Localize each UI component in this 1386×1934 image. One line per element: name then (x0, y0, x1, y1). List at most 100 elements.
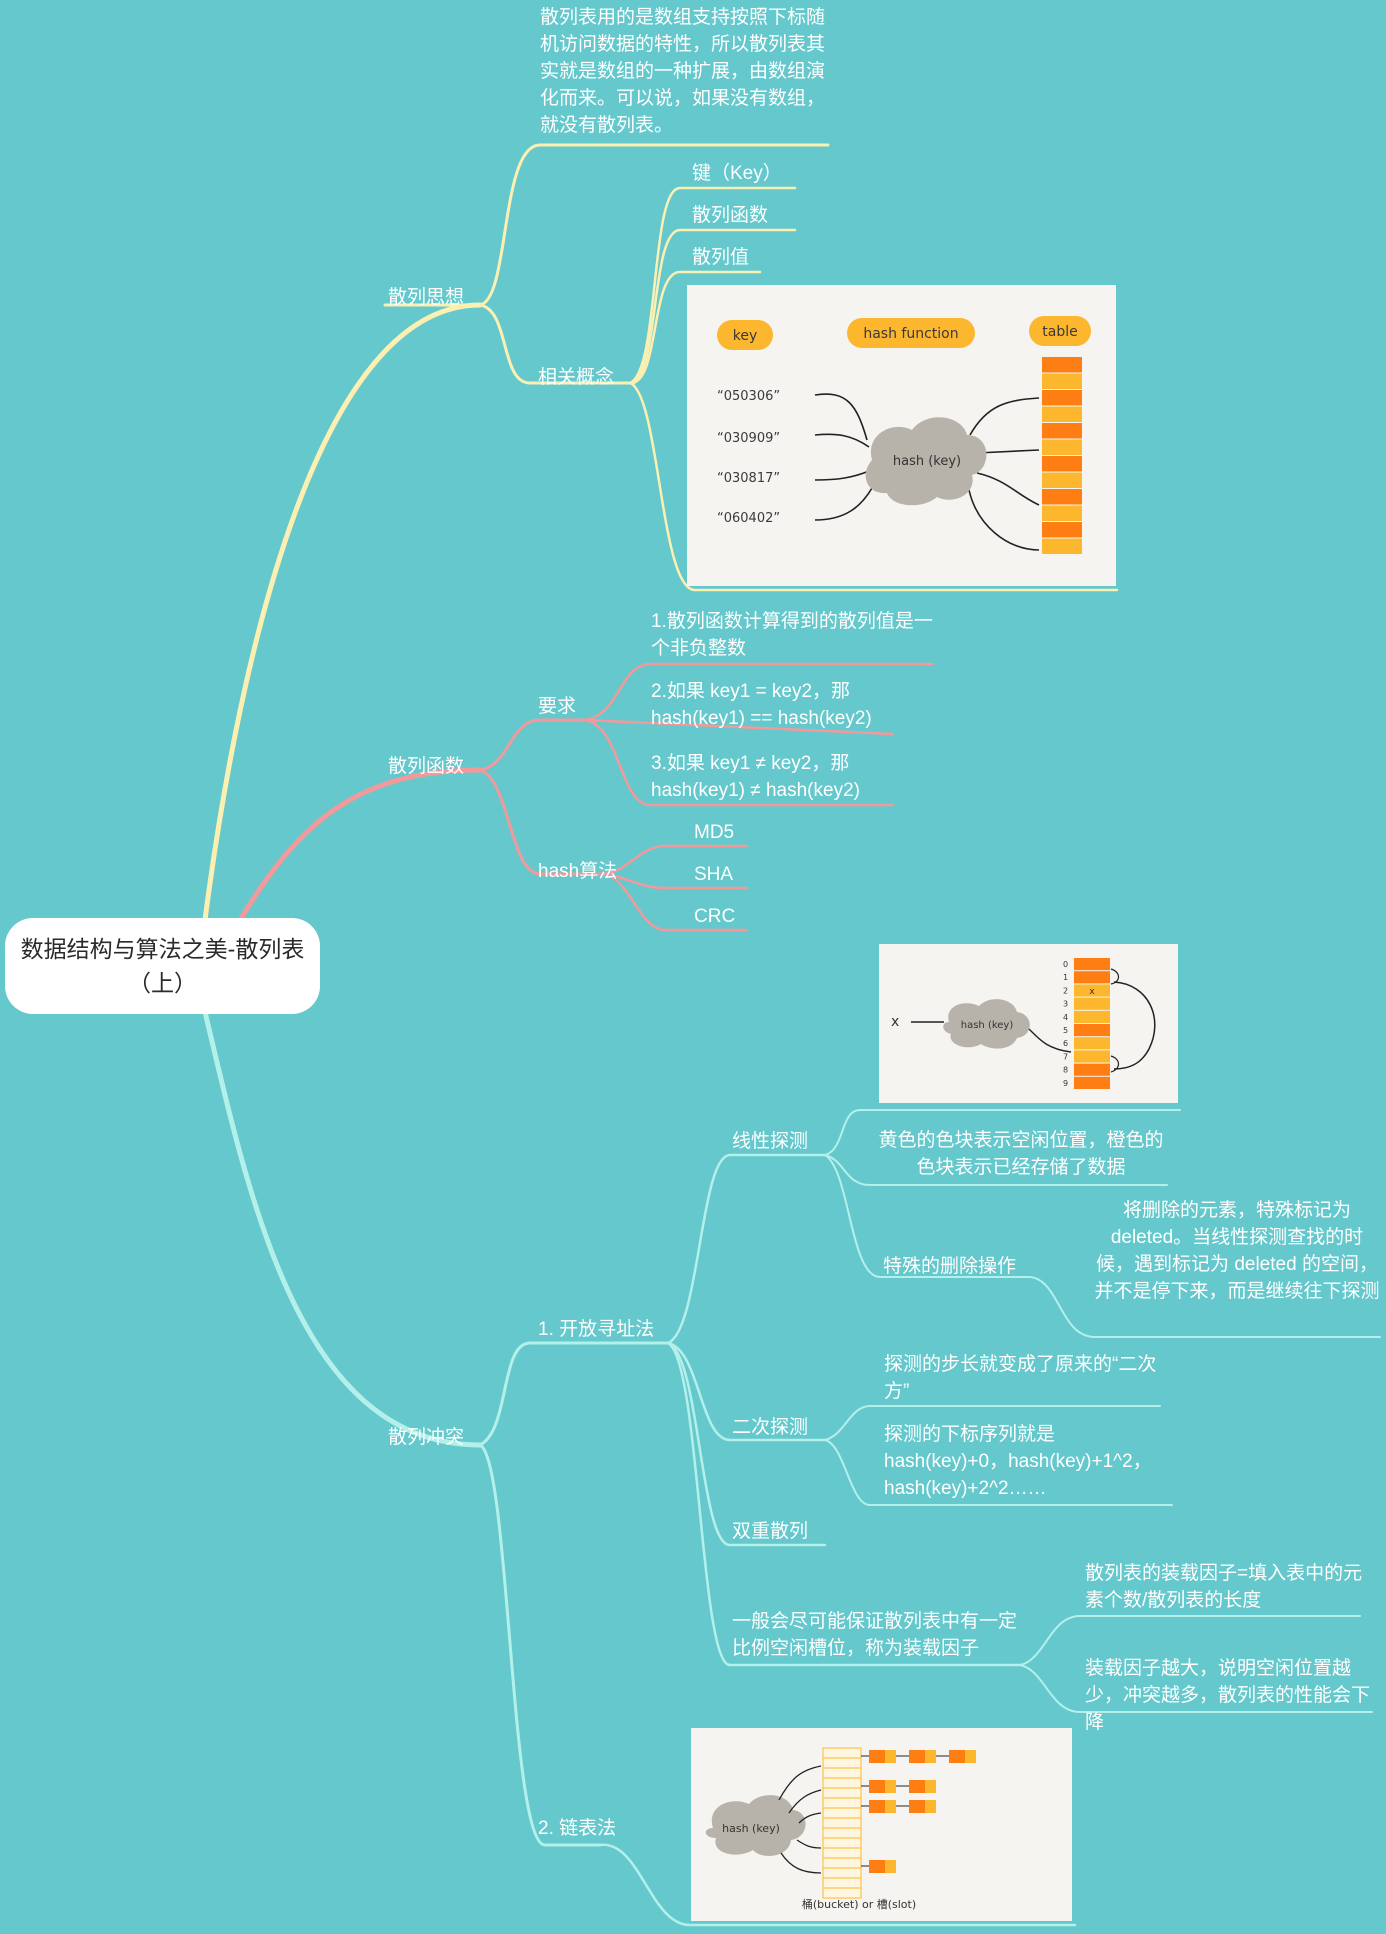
chain-node-next (925, 1800, 936, 1813)
concept-item-hash-function[interactable]: 散列函数 (692, 205, 769, 226)
concept-item-key[interactable]: 键（Key） (692, 163, 782, 184)
chaining-label[interactable]: 2. 链表法 (538, 1818, 617, 1839)
table-badge-text: table (1042, 324, 1077, 340)
linear-probing-desc: 黄色的色块表示空闲位置，橙色的色块表示已经存储了数据 (878, 1130, 1164, 1178)
bucket-slot (822, 1857, 862, 1869)
probe-table-cell (1074, 1024, 1110, 1037)
hash-cloud-text: hash (key) (893, 454, 961, 469)
hash-algorithms-label[interactable]: hash算法 (538, 861, 618, 882)
linear-probing-label[interactable]: 线性探测 (732, 1131, 809, 1152)
double-hashing-label[interactable]: 双重散列 (732, 1521, 809, 1542)
table-cell (1042, 390, 1082, 406)
algo-sha[interactable]: SHA (694, 864, 734, 885)
hash-mapping-svg: key hash function table “050306” “030909… (717, 316, 1091, 554)
requirement-1: 1.散列函数计算得到的散列值是一个非负整数 (651, 611, 933, 659)
probe-table-cell (1074, 1063, 1110, 1076)
probe-index-label: 7 (1063, 1052, 1068, 1061)
probe-table-cell (1074, 971, 1110, 984)
branch-conflict-label[interactable]: 散列冲突 (388, 1427, 465, 1448)
link-root-idea (202, 302, 483, 923)
concepts-label[interactable]: 相关概念 (538, 367, 615, 388)
chain-node-next (885, 1860, 896, 1873)
chain-arrow-5 (780, 1852, 822, 1874)
algo-md5[interactable]: MD5 (694, 822, 735, 843)
root-topic[interactable]: 数据结构与算法之美-散列表（上） (5, 918, 320, 1014)
chain-nodes (861, 1750, 976, 1873)
branch-idea-label[interactable]: 散列思想 (388, 287, 465, 308)
quadratic-probing-sequence: 探测的下标序列就是 hash(key)+0，hash(key)+1^2，hash… (884, 1424, 1152, 1499)
table-cell (1042, 489, 1082, 505)
table-cell (1042, 373, 1082, 389)
bucket-slot (822, 1787, 862, 1799)
key-sample-1: “050306” (717, 389, 780, 404)
chain-node-data (909, 1750, 925, 1763)
probe-index-label: 3 (1063, 1000, 1068, 1009)
table-cell (1042, 406, 1082, 422)
probe-x-marker: x (1089, 987, 1095, 997)
probe-table-cell (1074, 1037, 1110, 1050)
quadratic-probing-label[interactable]: 二次探测 (732, 1417, 809, 1438)
table-cell (1042, 357, 1082, 373)
arrow-key2 (814, 433, 870, 448)
table-cell (1042, 423, 1082, 439)
probe-index-label: 1 (1063, 973, 1068, 982)
table-cell (1042, 439, 1082, 455)
arrow-out2 (976, 449, 1040, 454)
probe-table-cell (1074, 984, 1110, 997)
chain-node-data (909, 1780, 925, 1793)
arrow-out4 (968, 489, 1040, 551)
probe-index-label: 5 (1063, 1026, 1068, 1035)
key-badge-text: key (733, 328, 758, 344)
probe-table-cell (1074, 1076, 1110, 1089)
bucket-slot (822, 1867, 862, 1879)
key-sample-4: “060402” (717, 511, 780, 526)
chain-arrow-2 (788, 1789, 822, 1814)
link-root-func (237, 767, 483, 923)
delete-operation-label[interactable]: 特殊的删除操作 (883, 1256, 1017, 1277)
probe-table-column: x (1074, 958, 1110, 1089)
chain-cloud (705, 1795, 806, 1856)
bucket-slot (822, 1777, 862, 1789)
open-addressing-label[interactable]: 1. 开放寻址法 (538, 1319, 655, 1340)
bucket-slot (822, 1887, 862, 1899)
bucket-slot (822, 1817, 862, 1829)
arrow-key3 (814, 470, 870, 481)
quadratic-probing-step: 探测的步长就变成了原来的“二次方” (884, 1354, 1157, 1402)
probe-arrow-to-table (1028, 1028, 1072, 1053)
table-cell (1042, 522, 1082, 538)
probe-index-label: 8 (1063, 1066, 1068, 1075)
branch-func-label[interactable]: 散列函数 (388, 756, 465, 777)
algo-crc[interactable]: CRC (694, 906, 736, 927)
chaining-svg: hash (key) 桶(bucket) or 槽(slot) (705, 1747, 976, 1911)
table-cell (1042, 472, 1082, 488)
probe-index-label: 0 (1063, 960, 1068, 969)
table-cell (1042, 538, 1082, 554)
bucket-slot (822, 1747, 862, 1759)
chain-node-data (869, 1800, 885, 1813)
arrow-out3 (976, 472, 1040, 506)
probe-small-arrow-2 (1110, 1055, 1120, 1073)
bucket-slot (822, 1757, 862, 1769)
bucket-slot (822, 1807, 862, 1819)
chain-arrow-3 (798, 1812, 822, 1824)
key-sample-2: “030909” (717, 431, 780, 446)
load-factor-label[interactable]: 一般会尽可能保证散列表中有一定比例空闲槽位，称为装载因子 (732, 1611, 1018, 1659)
probe-index-label: 4 (1063, 1013, 1068, 1022)
chain-node-next (925, 1780, 936, 1793)
probe-loop-arrow (1113, 981, 1156, 1070)
chain-arrow-4 (796, 1839, 822, 1849)
idea-description: 散列表用的是数组支持按照下标随机访问数据的特性，所以散列表其实就是数组的一种扩展… (540, 7, 826, 136)
probe-table-cell (1074, 1010, 1110, 1023)
chain-node-data (949, 1750, 965, 1763)
hash-table-column (1042, 357, 1082, 554)
requirement-3: 3.如果 key1 ≠ key2，那hash(key1) ≠ hash(key2… (651, 753, 860, 801)
requirements-label[interactable]: 要求 (538, 696, 577, 717)
key-sample-3: “030817” (717, 471, 780, 486)
hash-function-badge-text: hash function (863, 326, 958, 342)
concept-item-hash-value[interactable]: 散列值 (692, 247, 750, 268)
key-badge (717, 320, 773, 350)
